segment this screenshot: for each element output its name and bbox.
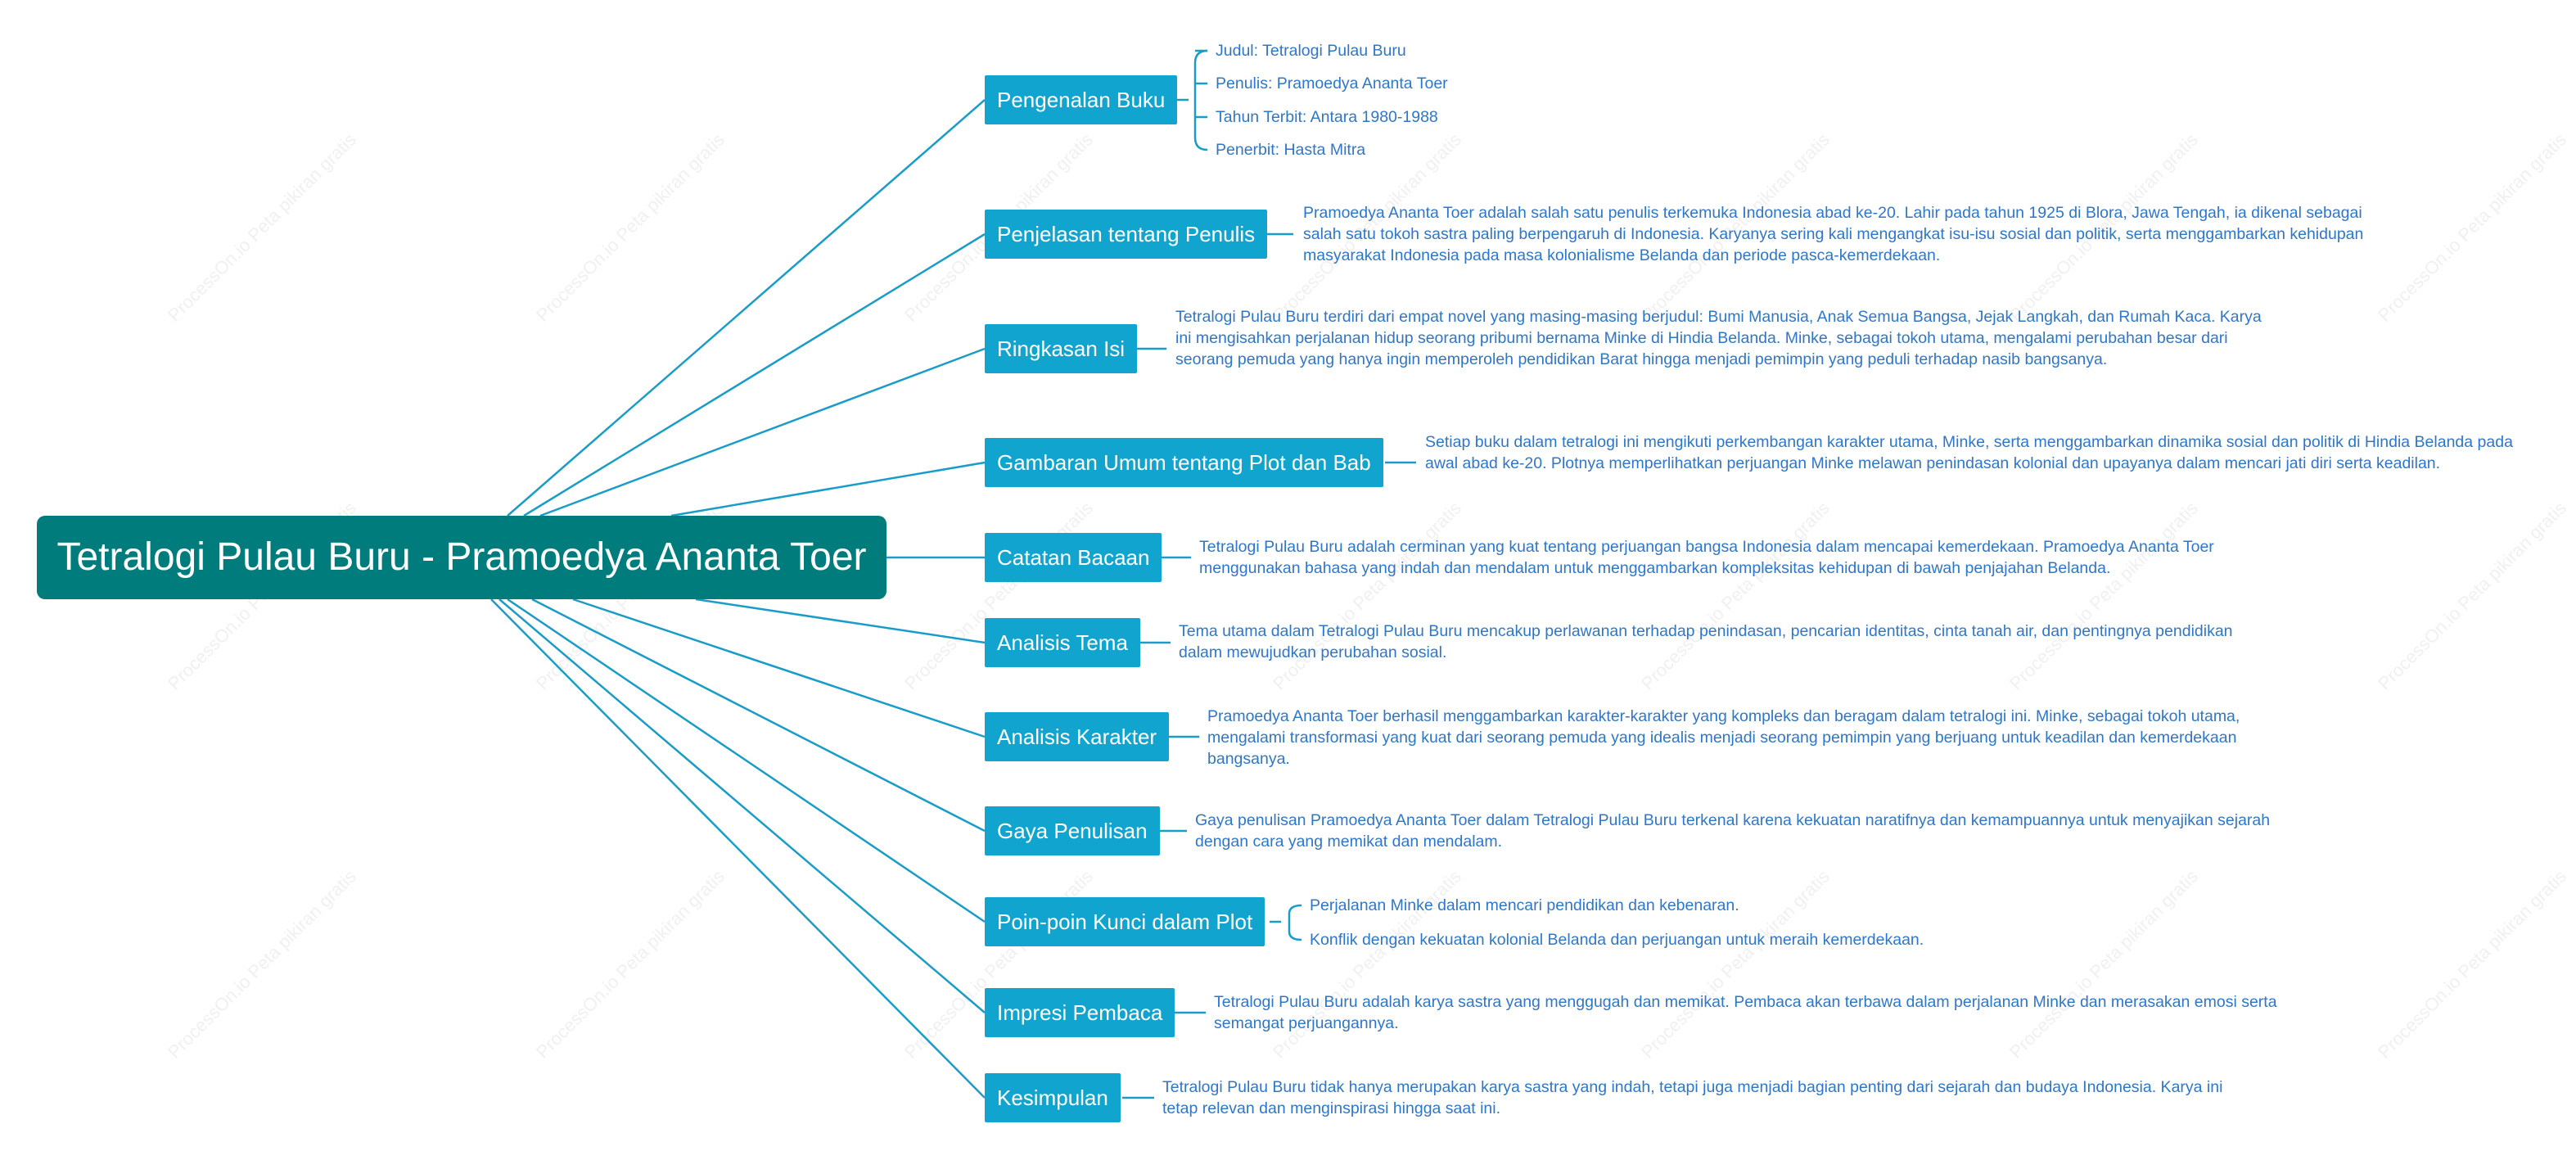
root-topic[interactable]: Tetralogi Pulau Buru - Pramoedya Ananta … [37, 516, 886, 599]
topic-analisis-tema[interactable]: Analisis Tema [985, 618, 1140, 667]
root-to-topic-line [507, 598, 986, 923]
topic-impresi-pembaca[interactable]: Impresi Pembaca [985, 988, 1175, 1037]
topic-note[interactable]: Tema utama dalam Tetralogi Pulau Buru me… [1179, 622, 2233, 661]
topic-penjelasan-penulis[interactable]: Penjelasan tentang Penulis [985, 210, 1268, 259]
subtopic-item[interactable]: Penerbit: Hasta Mitra [1216, 141, 1366, 159]
root-to-topic-line [531, 598, 986, 833]
topic-analisis-karakter[interactable]: Analisis Karakter [985, 712, 1170, 761]
bracket-line [1288, 904, 1302, 941]
root-to-topic-line [539, 347, 986, 517]
bracket-line [1193, 49, 1208, 151]
root-to-topic-line [695, 598, 986, 644]
topic-poin-kunci[interactable]: Poin-poin Kunci dalam Plot [985, 897, 1265, 946]
topic-note[interactable]: Tetralogi Pulau Buru adalah karya sastra… [1214, 993, 2277, 1032]
topic-note[interactable]: Tetralogi Pulau Buru tidak hanya merupak… [1162, 1078, 2223, 1117]
topic-gambaran-plot[interactable]: Gambaran Umum tentang Plot dan Bab [985, 438, 1383, 487]
topic-note[interactable]: Gaya penulisan Pramoedya Ananta Toer dal… [1195, 811, 2271, 851]
root-to-topic-line [507, 99, 986, 517]
root-to-topic-line [499, 598, 986, 1013]
topic-kesimpulan[interactable]: Kesimpulan [985, 1073, 1121, 1122]
root-to-topic-line [670, 461, 986, 517]
topic-note[interactable]: Tetralogi Pulau Buru adalah cerminan yan… [1199, 538, 2214, 577]
topic-note[interactable]: Setiap buku dalam tetralogi ini mengikut… [1425, 433, 2513, 472]
subtopic-item[interactable]: Konflik dengan kekuatan kolonial Belanda… [1310, 931, 1924, 949]
subtopic-item[interactable]: Penulis: Pramoedya Ananta Toer [1216, 74, 1448, 93]
topic-ringkasan-isi[interactable]: Ringkasan Isi [985, 324, 1138, 373]
root-to-topic-line [490, 598, 986, 1099]
root-to-topic-line [572, 598, 986, 738]
topic-catatan-bacaan[interactable]: Catatan Bacaan [985, 533, 1162, 582]
topic-note[interactable]: Pramoedya Ananta Toer berhasil menggamba… [1207, 707, 2240, 768]
topic-gaya-penulisan[interactable]: Gaya Penulisan [985, 806, 1160, 855]
subtopic-item[interactable]: Perjalanan Minke dalam mencari pendidika… [1310, 896, 1739, 914]
subtopic-item[interactable]: Judul: Tetralogi Pulau Buru [1216, 42, 1406, 60]
topic-pengenalan-buku[interactable]: Pengenalan Buku [985, 75, 1178, 124]
root-to-topic-line [523, 232, 986, 517]
topic-note[interactable]: Tetralogi Pulau Buru terdiri dari empat … [1175, 308, 2262, 368]
topic-note[interactable]: Pramoedya Ananta Toer adalah salah satu … [1303, 204, 2364, 264]
subtopic-item[interactable]: Tahun Terbit: Antara 1980-1988 [1216, 108, 1438, 126]
